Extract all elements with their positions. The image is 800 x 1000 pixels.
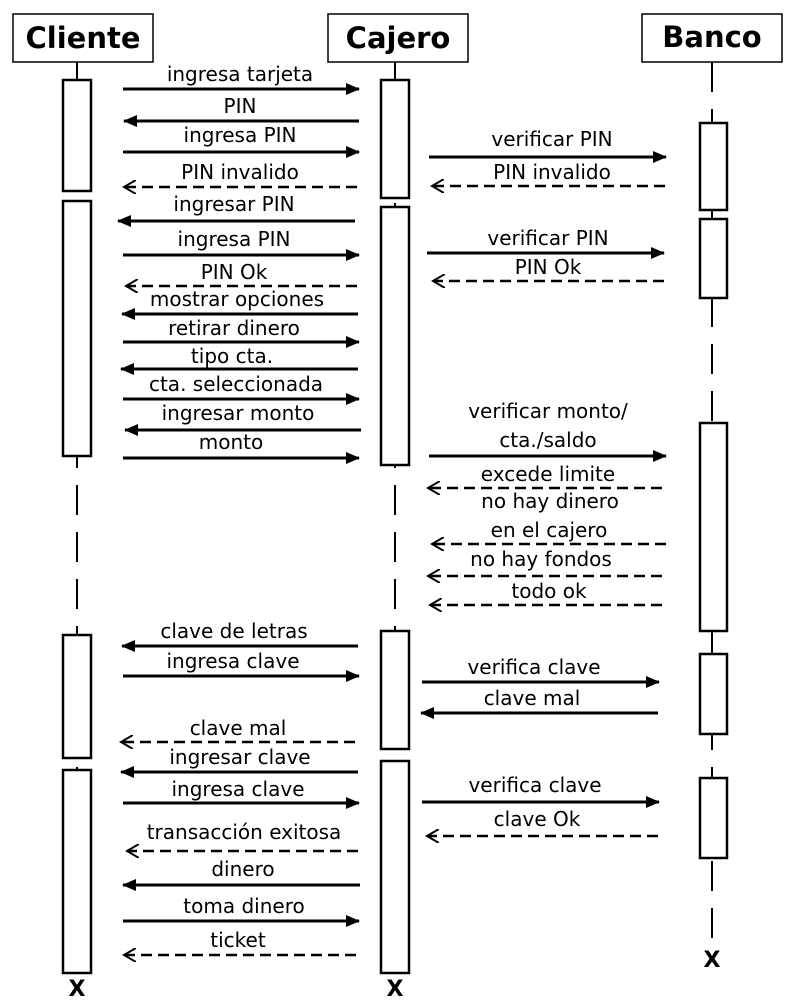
message-label: ingresar PIN	[173, 192, 294, 216]
message-label: toma dinero	[183, 894, 304, 918]
message-label: clave de letras	[160, 619, 307, 643]
message-label: clave mal	[190, 716, 287, 740]
message-label: tipo cta.	[191, 344, 273, 368]
message-label: verificar monto/	[468, 399, 628, 423]
message-label: no hay fondos	[470, 547, 612, 571]
message-label: en el cajero	[491, 518, 608, 542]
message-label: monto	[199, 430, 263, 454]
messages: ingresa tarjeta PIN ingresa PIN PIN inva…	[117, 62, 667, 955]
activation-cajero-3	[379, 629, 411, 751]
actor-cliente-label: Cliente	[25, 21, 140, 55]
message-label: dinero	[211, 857, 274, 881]
message-label: ingresa tarjeta	[167, 62, 313, 86]
message-label: ingresa clave	[167, 649, 300, 673]
message-label: verifica clave	[467, 655, 600, 679]
message-label: no hay dinero	[481, 489, 619, 513]
termination-banco: X	[704, 948, 721, 973]
activation-banco-2	[698, 217, 729, 300]
activation-cliente-4	[61, 768, 93, 975]
activation-banco-4	[698, 652, 729, 736]
message-label: cta. seleccionada	[149, 372, 323, 396]
actor-cajero: Cajero	[327, 13, 469, 63]
actor-cajero-label: Cajero	[346, 21, 451, 55]
activation-banco-5	[698, 776, 729, 860]
message-label: clave mal	[484, 686, 581, 710]
message-label: ingresar clave	[169, 745, 310, 769]
message-label: PIN invalido	[181, 160, 299, 184]
activation-banco-3	[698, 421, 729, 633]
message-label: retirar dinero	[168, 316, 300, 340]
activation-cajero-2	[379, 205, 411, 467]
message-label: ticket	[210, 928, 266, 952]
message-label: ingresar monto	[162, 401, 315, 425]
message-label: clave Ok	[494, 807, 581, 831]
activation-banco-1	[698, 121, 729, 212]
actor-banco-label: Banco	[662, 20, 761, 54]
message-label: cta./saldo	[499, 428, 596, 452]
message-label: PIN Ok	[201, 260, 268, 284]
message-label: transacción exitosa	[147, 820, 342, 844]
message-label: mostrar opciones	[150, 287, 324, 311]
message-label: excede limite	[481, 462, 615, 486]
termination-cliente: X	[69, 977, 86, 1000]
message-label: verificar PIN	[487, 226, 608, 250]
message-label: ingresa PIN	[184, 123, 297, 147]
actor-banco: Banco	[641, 13, 783, 63]
message-label: PIN	[224, 94, 257, 118]
activation-cajero-4	[379, 759, 411, 975]
message-label: verificar PIN	[491, 127, 612, 151]
message-label: verifica clave	[468, 773, 601, 797]
activation-cliente-3	[61, 633, 93, 760]
activation-cajero-1	[379, 78, 411, 200]
message-label: PIN Ok	[515, 255, 582, 279]
activation-cliente-2	[61, 199, 93, 458]
message-label: ingresa clave	[172, 777, 305, 801]
message-label: ingresa PIN	[178, 227, 291, 251]
message-label: todo ok	[511, 579, 587, 603]
activation-cliente-1	[61, 78, 93, 193]
termination-cajero: X	[387, 977, 404, 1000]
message-label: PIN invalido	[493, 160, 611, 184]
actor-cliente: Cliente	[12, 13, 154, 63]
